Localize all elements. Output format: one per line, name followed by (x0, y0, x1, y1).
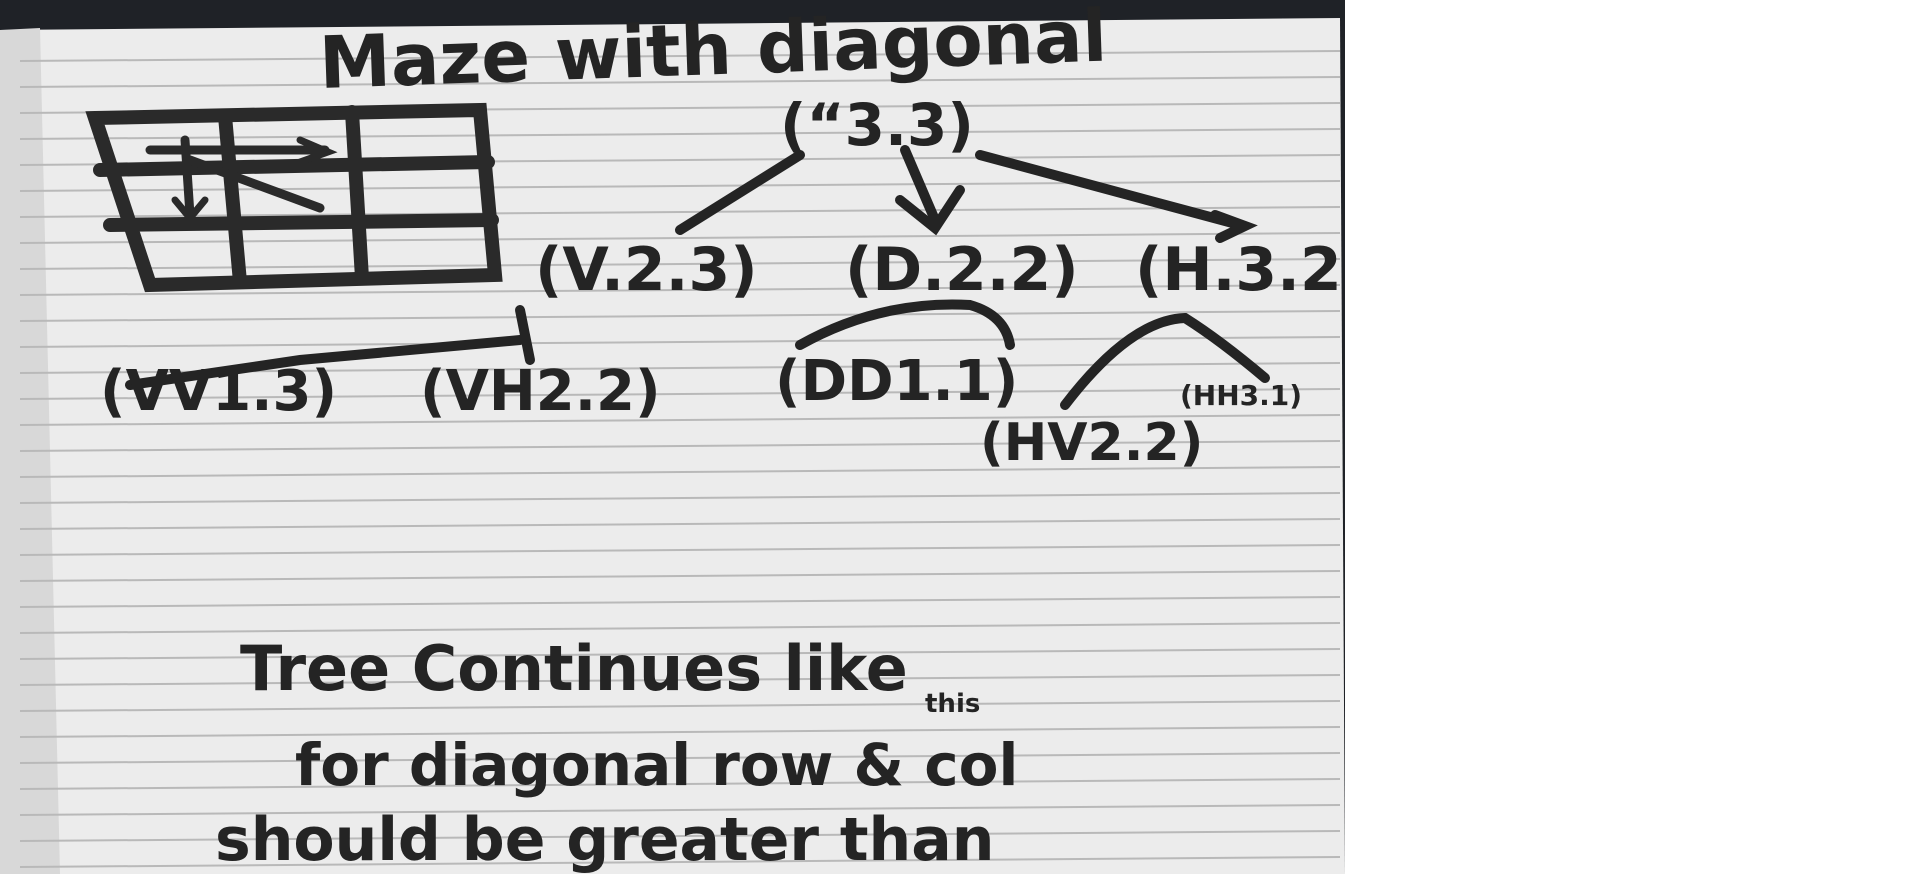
ruled-line (19, 492, 1341, 504)
ruled-line (19, 76, 1341, 88)
caption-line-3: should be greater than (215, 805, 994, 874)
ruled-line (19, 466, 1341, 478)
ruled-line (19, 674, 1341, 686)
notebook-page: Maze with diagonal (“3.3) (V.2.3) (D.2.2… (0, 18, 1345, 874)
ruled-line (19, 284, 1341, 296)
caption-insert: this (925, 689, 980, 719)
node-hh-3-1: (HH3.1) (1180, 379, 1302, 412)
node-h-3-2: (H.3.2) (1135, 235, 1345, 305)
ruled-line (19, 726, 1341, 738)
ruled-line (19, 414, 1341, 426)
ruled-line (19, 518, 1341, 530)
ruled-line (19, 856, 1341, 868)
ruled-line (19, 596, 1341, 608)
blank-area (1345, 0, 1910, 874)
maze-grid-sketch (85, 102, 503, 293)
ruled-line (19, 570, 1341, 582)
node-vv-1-3: (VV1.3) (100, 359, 337, 424)
node-vh-2-2: (VH2.2) (420, 359, 661, 424)
ruled-line (19, 180, 1341, 192)
node-v-2-3: (V.2.3) (535, 235, 758, 305)
tree-edges (125, 145, 1270, 410)
ruled-line (19, 50, 1341, 62)
caption-line-1: Tree Continues like (240, 632, 908, 705)
node-dd-1-1: (DD1.1) (775, 349, 1018, 414)
ruled-line (19, 336, 1341, 348)
caption-line-2: for diagonal row & col (295, 731, 1018, 799)
ruled-line (19, 440, 1341, 452)
photo: Maze with diagonal (“3.3) (V.2.3) (D.2.2… (0, 0, 1345, 874)
ruled-line (19, 752, 1341, 764)
node-hv-2-2: (HV2.2) (980, 413, 1203, 473)
ruled-line (19, 388, 1341, 400)
ruled-line (19, 310, 1341, 322)
ruled-line (19, 544, 1341, 556)
node-d-2-2: (D.2.2) (845, 235, 1079, 305)
ruled-line (19, 128, 1341, 140)
ruled-line (19, 700, 1341, 712)
root-node: (“3.3) (780, 91, 974, 159)
ruled-line (19, 648, 1341, 660)
ruled-line (19, 622, 1341, 634)
ruled-line (19, 830, 1341, 842)
ruled-line (19, 804, 1341, 816)
ruled-line (19, 778, 1341, 790)
